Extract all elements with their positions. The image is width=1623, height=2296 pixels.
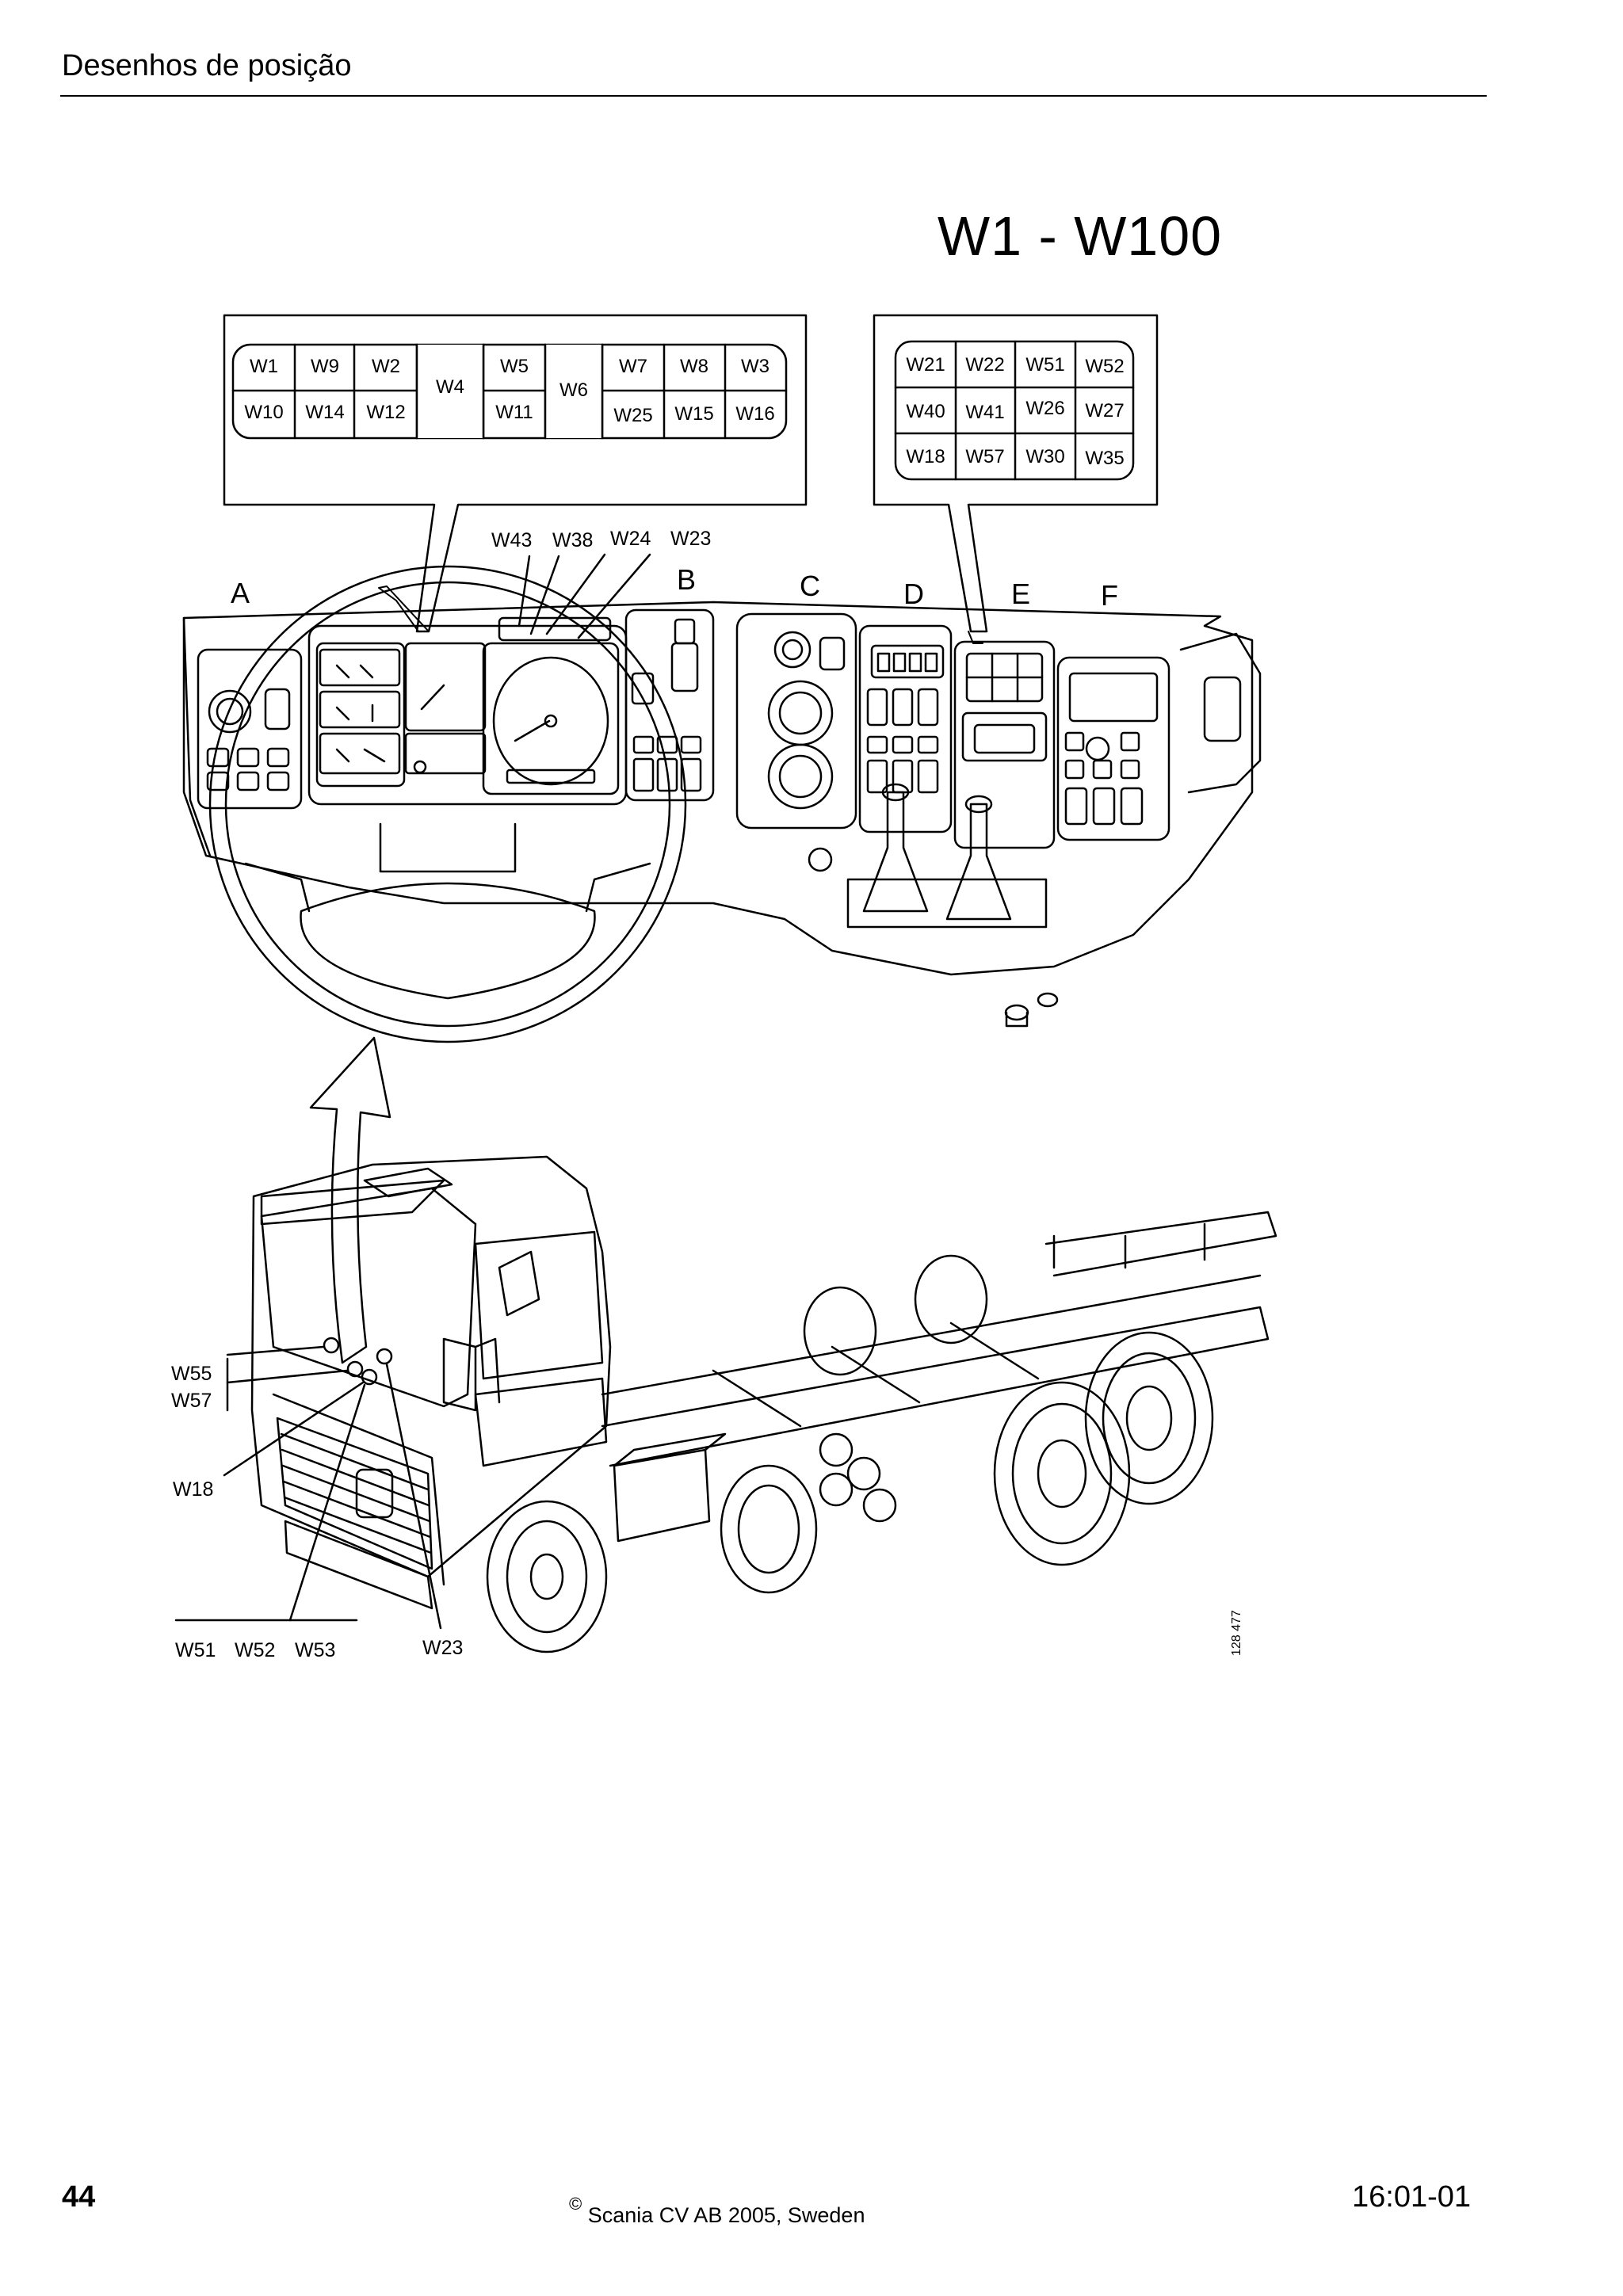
right-panel-label: W41 (965, 402, 1004, 423)
left-panel-label: W2 (372, 356, 400, 377)
dashboard-drawing (182, 553, 1262, 1043)
dash-callout: W23 (670, 528, 711, 550)
left-panel-label: W6 (559, 379, 588, 401)
right-panel-label: W27 (1085, 400, 1124, 421)
section-letter-b: B (677, 563, 696, 596)
header-divider (60, 95, 1487, 97)
figure-number: 128 477 (1230, 1610, 1243, 1656)
left-panel-label: W7 (619, 356, 647, 377)
dash-callout: W38 (552, 529, 593, 551)
left-panel-label: W14 (305, 402, 344, 423)
right-panel-label: W40 (906, 401, 945, 422)
left-panel-label: W12 (366, 402, 405, 423)
left-panel-label: W3 (741, 356, 769, 377)
right-panel-label: W57 (965, 446, 1004, 467)
section-letter-e: E (1011, 578, 1030, 610)
copyright-symbol: © (569, 2194, 582, 2214)
dash-callout: W24 (610, 528, 651, 550)
left-panel-label: W4 (436, 376, 464, 398)
left-panel-label: W15 (674, 403, 713, 425)
section-letter-a: A (231, 577, 250, 609)
right-panel-label: W30 (1025, 446, 1064, 467)
left-panel-label: W10 (244, 402, 283, 423)
copyright-notice: © Scania CV AB 2005, Sweden (569, 2194, 865, 2228)
right-panel-label: W35 (1085, 448, 1124, 469)
section-letter-c: C (800, 570, 820, 602)
dash-callout: W43 (491, 529, 532, 551)
truck-callout-w18: W18 (173, 1478, 213, 1501)
section-letter-d: D (903, 578, 924, 610)
copyright-text: Scania CV AB 2005, Sweden (587, 2203, 865, 2227)
right-panel-label: W51 (1025, 354, 1064, 376)
right-panel-label: W26 (1025, 398, 1064, 419)
page-header-title: Desenhos de posição (62, 49, 352, 82)
left-panel-label: W1 (250, 356, 278, 377)
truck-callout-w53: W53 (295, 1639, 335, 1661)
left-panel-label: W5 (500, 356, 529, 377)
document-code: 16:01-01 (1352, 2180, 1472, 2214)
right-panel-label: W21 (906, 354, 945, 376)
truck-callout-w52: W52 (235, 1639, 275, 1661)
truck-drawing (174, 1155, 1277, 1653)
truck-callout-w57: W57 (171, 1390, 212, 1412)
section-letter-f: F (1101, 579, 1118, 612)
diagram-title: W1 - W100 (938, 205, 1223, 267)
truck-callout-w51: W51 (175, 1639, 216, 1661)
right-panel-label: W18 (906, 446, 945, 467)
page-number: 44 (62, 2180, 96, 2214)
pointer-arrow (309, 1036, 391, 1364)
left-panel-label: W16 (735, 403, 774, 425)
truck-callout-w55: W55 (171, 1363, 212, 1385)
right-callout-frame (873, 314, 1159, 633)
left-panel-label: W9 (311, 356, 339, 377)
right-panel-label: W22 (965, 354, 1004, 376)
right-panel-label: W52 (1085, 356, 1124, 377)
left-panel-label: W11 (495, 402, 533, 423)
left-panel-label: W8 (680, 356, 708, 377)
left-panel-label: W25 (613, 405, 652, 426)
truck-callout-w23: W23 (422, 1637, 463, 1659)
